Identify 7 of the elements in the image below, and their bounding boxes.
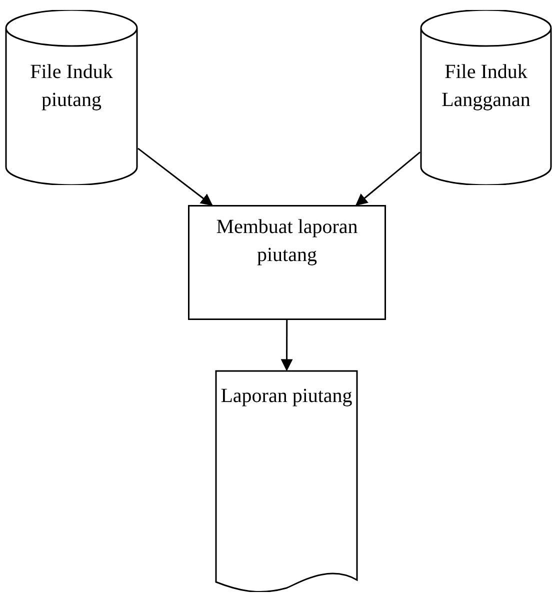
- node-label: File Induk piutang: [29, 60, 114, 113]
- arrow: [138, 148, 213, 206]
- arrow: [355, 152, 420, 206]
- node-label: File Induk Langganan: [440, 60, 532, 113]
- arrow: [280, 320, 293, 372]
- node-label: Membuat laporan piutang: [215, 215, 359, 268]
- node-label: Laporan piutang: [220, 384, 352, 409]
